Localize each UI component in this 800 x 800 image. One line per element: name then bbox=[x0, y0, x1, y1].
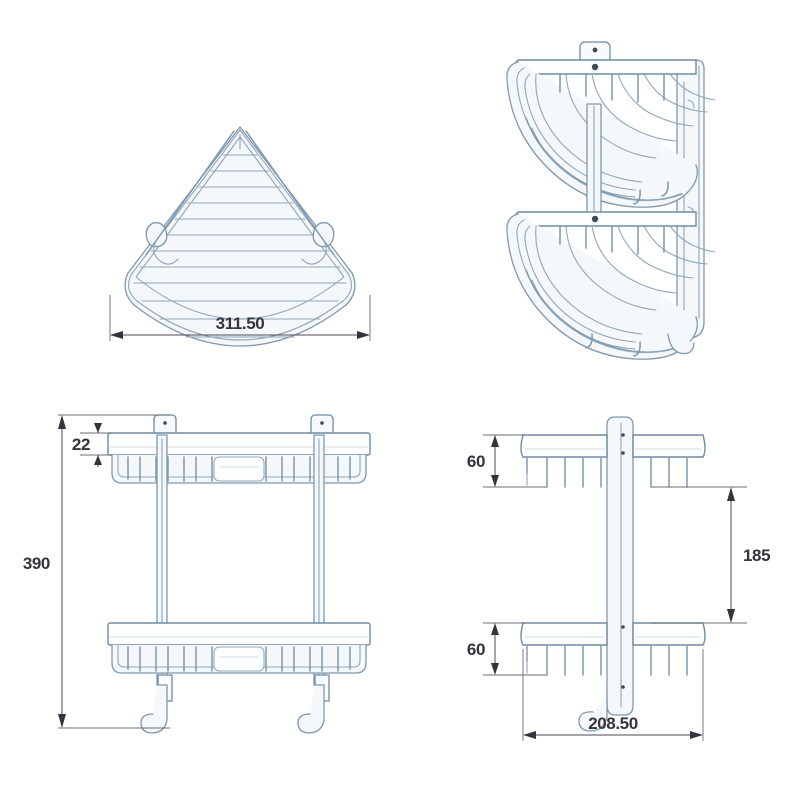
front-upper-basket bbox=[107, 432, 371, 484]
dim-label-overall-height: 390 bbox=[23, 554, 50, 573]
dim-label-rail-height: 22 bbox=[72, 435, 90, 454]
dimension-lower-depth: 60 bbox=[467, 622, 547, 676]
top-view-slats bbox=[133, 154, 347, 338]
dimension-rail-height: 22 bbox=[72, 423, 112, 467]
dim-label-top-width: 311.50 bbox=[216, 314, 265, 333]
top-view: 311.50 bbox=[109, 126, 371, 347]
dim-label-lower-depth: 60 bbox=[467, 640, 485, 659]
dimension-tier-spacing: 185 bbox=[651, 486, 771, 624]
side-upper-basket bbox=[520, 434, 706, 488]
dimension-overall-depth: 208.50 bbox=[522, 649, 704, 741]
front-hooks bbox=[140, 674, 330, 734]
iso-upper-basket bbox=[506, 41, 716, 208]
iso-lower-basket bbox=[506, 211, 716, 360]
dim-label-upper-depth: 60 bbox=[467, 452, 485, 471]
front-view: 390 22 bbox=[23, 414, 371, 734]
top-view-right-clip bbox=[301, 222, 335, 265]
isometric-view bbox=[506, 41, 716, 360]
side-lower-basket bbox=[520, 622, 706, 676]
iso-back-rail bbox=[676, 59, 705, 339]
side-center-column bbox=[578, 416, 634, 732]
dimension-upper-depth: 60 bbox=[467, 434, 547, 488]
iso-center-post bbox=[586, 103, 602, 215]
top-view-left-clip bbox=[145, 222, 179, 265]
dimension-overall-height: 390 bbox=[23, 414, 170, 729]
front-lower-basket bbox=[107, 622, 371, 674]
dim-label-overall-depth: 208.50 bbox=[588, 714, 638, 733]
dim-label-tier-spacing: 185 bbox=[743, 546, 770, 565]
top-view-apex bbox=[145, 130, 335, 256]
dimension-top-width: 311.50 bbox=[109, 295, 371, 341]
side-view: 60 60 185 208.50 bbox=[467, 416, 771, 741]
